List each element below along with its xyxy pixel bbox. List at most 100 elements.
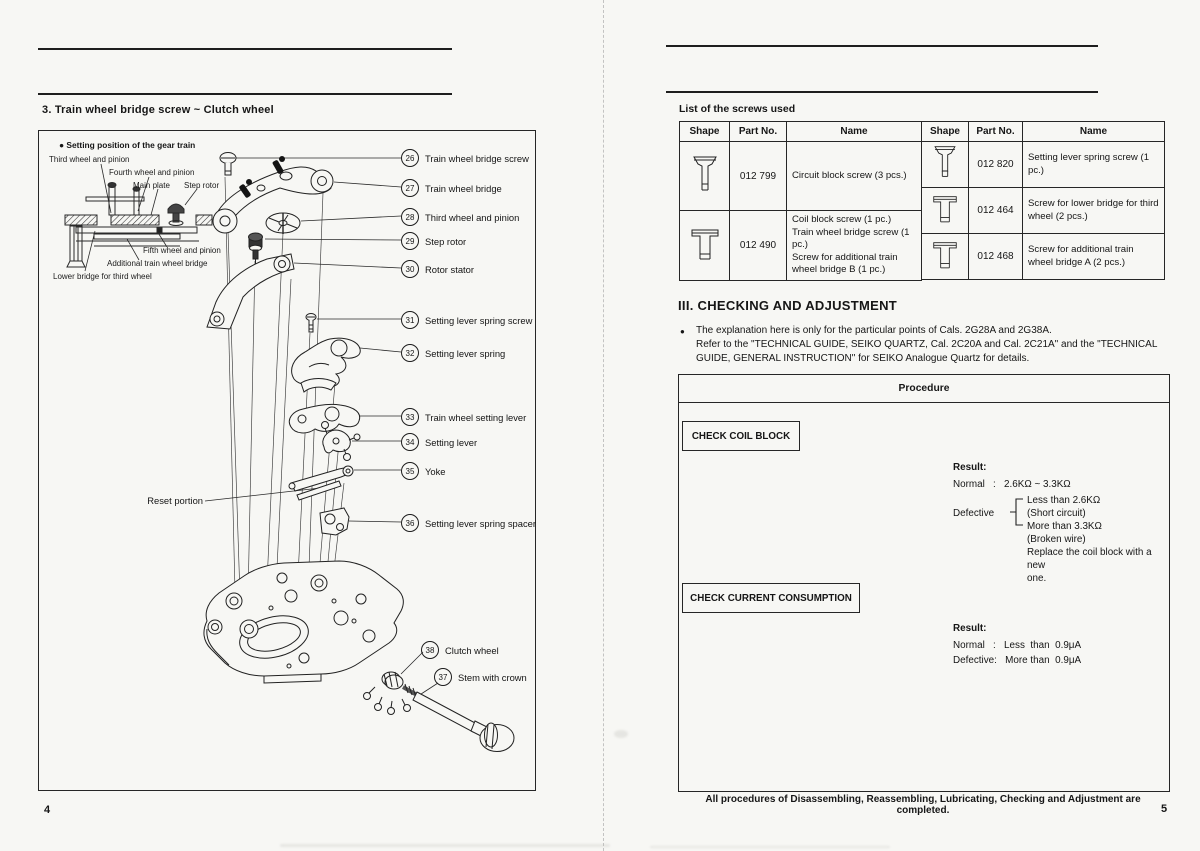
callout-label: Setting lever spring (425, 347, 506, 359)
procedure-header: Procedure (679, 375, 1169, 403)
flat-head-screw-icon (921, 141, 969, 188)
callout-34: 34 Setting lever (401, 433, 477, 451)
replace-note: Replace the coil block with a new one. (1027, 547, 1152, 584)
section-title: 3. Train wheel bridge screw ~ Clutch whe… (42, 104, 274, 116)
inset-label-lower-bridge: Lower bridge for third wheel (53, 272, 152, 281)
callout-number: 34 (401, 433, 419, 451)
train-wheel-setting-lever-part (288, 403, 361, 434)
callout-26: 26 Train wheel bridge screw (401, 149, 529, 167)
scan-artifact (614, 730, 628, 738)
screw-name: Screw for lower bridge for third wheel (… (1022, 187, 1165, 234)
header-rule-bottom-left (38, 93, 452, 95)
part-no: 012 468 (968, 233, 1023, 280)
header-rule-top-left (38, 48, 452, 50)
callout-number: 32 (401, 344, 419, 362)
screw-name: Setting lever spring screw (1 pc.) (1022, 141, 1165, 188)
clutch-wheel-part (381, 671, 404, 690)
check-current-consumption-box: CHECK CURRENT CONSUMPTION (682, 583, 860, 613)
table-row: 012 490 Coil block screw (1 pc.) Train w… (679, 210, 922, 281)
screw-name: Screw for additional train wheel bridge … (1022, 233, 1165, 280)
col-header-part-no: Part No. (968, 121, 1023, 142)
third-wheel-and-pinion-part (265, 212, 301, 234)
flat-head-screw-icon (679, 141, 730, 211)
callout-label: Rotor stator (425, 263, 474, 275)
callout-38: 38 Clutch wheel (421, 641, 499, 659)
callout-37: 37 Stem with crown (434, 668, 527, 686)
procedure-box: Procedure CHECK COIL BLOCK Result: Norma… (678, 374, 1170, 792)
intro-bullet: ● (680, 327, 685, 336)
callout-label: Yoke (425, 465, 446, 477)
defective-bracket (1010, 498, 1023, 526)
part-no: 012 490 (729, 210, 787, 281)
table-row: 012 468 Screw for additional train wheel… (921, 233, 1165, 280)
scan-artifact (280, 844, 610, 847)
callout-number: 30 (401, 260, 419, 278)
callout-number: 33 (401, 408, 419, 426)
callout-35: 35 Yoke (401, 462, 446, 480)
callout-label: Train wheel bridge (425, 182, 502, 194)
callout-29: 29 Step rotor (401, 232, 466, 250)
pan-head-screw-icon (679, 210, 730, 281)
callout-28: 28 Third wheel and pinion (401, 208, 519, 226)
callout-number: 31 (401, 311, 419, 329)
current-defective-line: Defective: More than 0.9μA (953, 655, 1082, 666)
part-no: 012 820 (968, 141, 1023, 188)
table-header-row: Shape Part No. Name (679, 121, 922, 142)
train-wheel-bridge-part (212, 156, 334, 234)
callout-label: Train wheel setting lever (425, 411, 527, 423)
callout-number: 35 (401, 462, 419, 480)
col-header-part-no: Part No. (729, 121, 787, 142)
callout-number: 27 (401, 179, 419, 197)
callout-label: Stem with crown (458, 671, 527, 683)
header-rule-top-right (666, 45, 1098, 47)
inset-label-main-plate: Main plate (133, 181, 170, 190)
result-title: Result: (953, 623, 987, 634)
pan-head-screw-icon (921, 233, 969, 280)
callout-number: 28 (401, 208, 419, 226)
callout-label: Third wheel and pinion (425, 211, 520, 223)
setting-lever-spring-part (291, 337, 361, 393)
defective-branches: Less than 2.6KΩ (Short circuit) More tha… (1027, 494, 1153, 585)
page-number-right: 5 (1161, 803, 1168, 815)
callout-number: 29 (401, 232, 419, 250)
part-no: 012 799 (729, 141, 787, 211)
rotor-stator-part (206, 253, 295, 330)
table-row: 012 820 Setting lever spring screw (1 pc… (921, 141, 1165, 188)
inset-label-fourth-wheel: Fourth wheel and pinion (109, 168, 195, 177)
train-wheel-bridge-screw-part (219, 152, 237, 176)
pan-head-screw-icon (921, 187, 969, 234)
callout-32: 32 Setting lever spring (401, 344, 505, 362)
check-coil-block-box: CHECK COIL BLOCK (682, 421, 800, 451)
checking-adjustment-heading: III. CHECKING AND ADJUSTMENT (678, 298, 898, 313)
page-fold-line (603, 0, 604, 851)
callout-number: 38 (421, 641, 439, 659)
table-header-row: Shape Part No. Name (921, 121, 1165, 142)
col-header-shape: Shape (679, 121, 730, 142)
screw-table-right: Shape Part No. Name 012 820 Setting leve… (921, 121, 1165, 280)
completion-note: All procedures of Disassembling, Reassem… (705, 794, 1141, 816)
setting-lever-spring-screw-part (305, 313, 317, 333)
callout-number: 36 (401, 514, 419, 532)
header-rule-bottom-right (666, 91, 1098, 93)
exploded-diagram-drawing (64, 152, 515, 752)
callout-27: 27 Train wheel bridge (401, 179, 502, 197)
screw-list-heading: List of the screws used (679, 103, 796, 115)
col-header-name: Name (786, 121, 922, 142)
current-result-block: Result: Normal : Less than 0.9μA Defecti… (953, 622, 1081, 667)
inset-title: ● Setting position of the gear train (59, 140, 196, 150)
current-normal-line: Normal : Less than 0.9μA (953, 640, 1082, 651)
branch-bottom-note: (Broken wire) (1027, 534, 1086, 545)
callout-label: Setting lever (425, 436, 478, 448)
intro-paragraph: The explanation here is only for the par… (696, 325, 1158, 364)
table-row: 012 799 Circuit block screw (3 pcs.) (679, 141, 922, 211)
col-header-shape: Shape (921, 121, 969, 142)
branch-top-note: (Short circuit) (1027, 508, 1086, 519)
scan-artifact (650, 846, 890, 848)
callout-36: 36 Setting lever spring spacer (401, 514, 536, 532)
screw-name: Coil block screw (1 pc.) Train wheel bri… (786, 210, 922, 281)
screw-table-left: Shape Part No. Name 012 799 Circuit bloc… (679, 121, 922, 281)
inset-label-third-wheel: Third wheel and pinion (49, 155, 130, 164)
col-header-name: Name (1022, 121, 1165, 142)
callout-label: Train wheel bridge screw (425, 152, 529, 164)
step-rotor-part (248, 232, 263, 264)
